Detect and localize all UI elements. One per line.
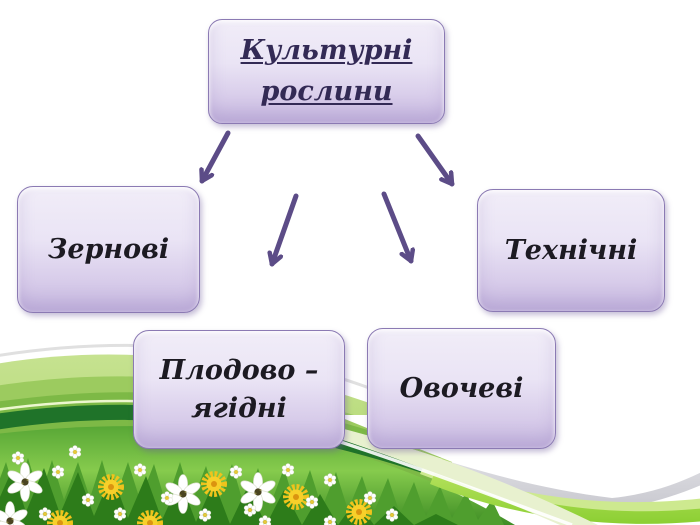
- node-root[interactable]: Культурні рослини: [208, 19, 445, 124]
- meadow-background: [0, 343, 700, 525]
- node-ovochevi[interactable]: Овочеві: [367, 328, 556, 449]
- arrow-root-to-zernovi[interactable]: [202, 130, 231, 184]
- node-zernovi-label: Зернові: [47, 233, 170, 265]
- node-root-label: Культурні рослини: [240, 35, 413, 107]
- arrow-root-to-tekhnichni[interactable]: [415, 133, 455, 187]
- node-plodovo-label: Плодово – ягідні: [159, 354, 319, 424]
- node-tekhnichni-label: Технічні: [504, 234, 638, 266]
- arrow-root-to-plodovo[interactable]: [272, 193, 299, 267]
- node-tekhnichni[interactable]: Технічні: [477, 189, 665, 312]
- node-ovochevi-label: Овочеві: [399, 372, 524, 404]
- arrow-root-to-ovochevi[interactable]: [381, 191, 411, 264]
- node-zernovi[interactable]: Зернові: [17, 186, 200, 313]
- node-plodovo[interactable]: Плодово – ягідні: [133, 330, 345, 449]
